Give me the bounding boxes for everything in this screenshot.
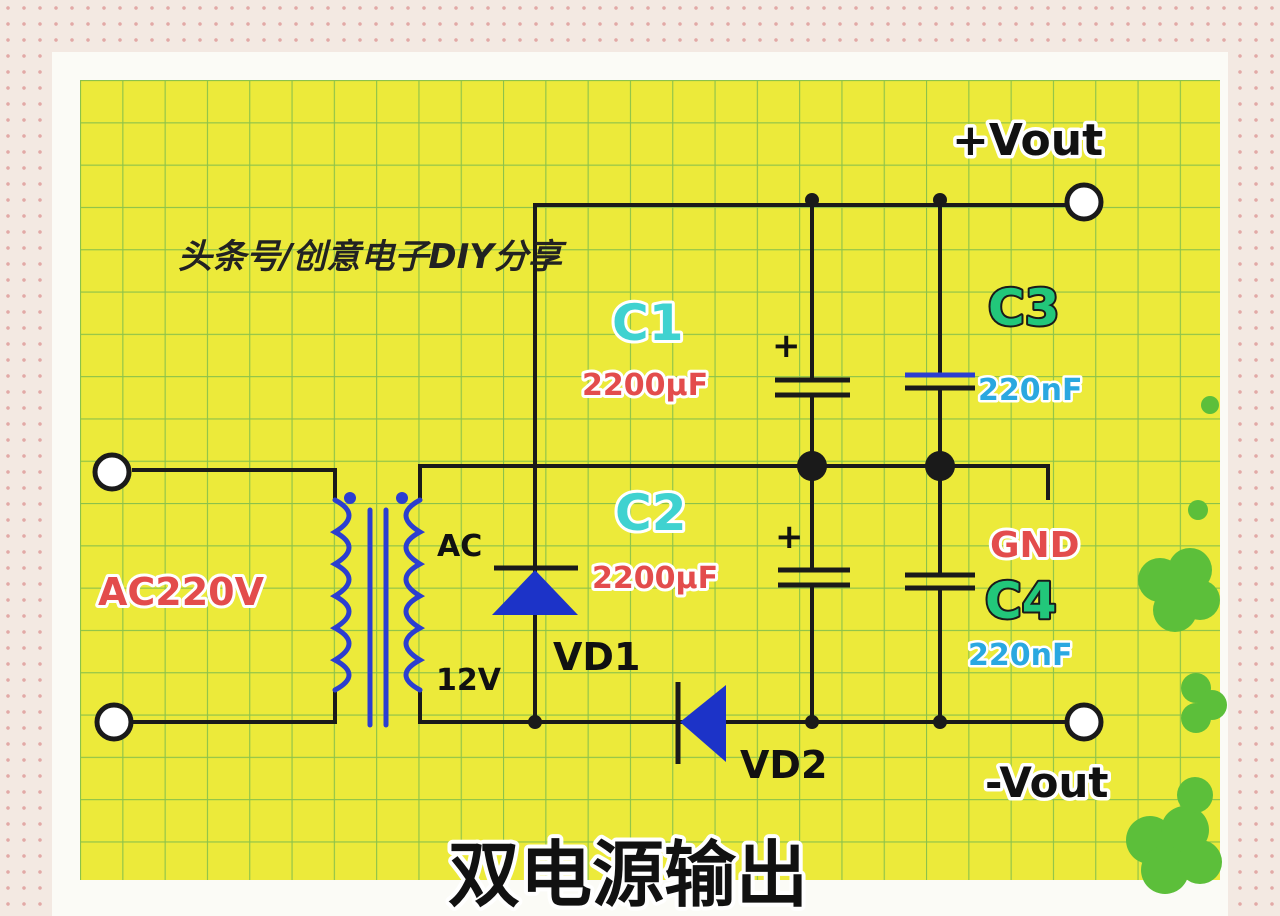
label-c1-plus: + — [772, 326, 801, 366]
input-terminal-bottom — [94, 702, 134, 742]
capacitor-c4-symbol — [905, 572, 975, 591]
primary-top-wire — [132, 468, 337, 500]
vd1-triangle — [492, 570, 578, 615]
terminals — [92, 182, 1104, 742]
negative-bus-wire — [418, 690, 1075, 724]
label-ac220v: AC220V — [98, 570, 265, 614]
label-vd2: VD2 — [740, 743, 827, 787]
label-c1-value: 2200μF — [582, 368, 708, 403]
wires — [132, 200, 1075, 724]
vd2-triangle — [680, 685, 726, 762]
label-vout-negative: -Vout — [985, 758, 1108, 807]
output-terminal-negative — [1064, 702, 1104, 742]
label-vout-positive: +Vout — [952, 115, 1103, 166]
clover-icon — [1126, 777, 1222, 894]
junction-top-c1 — [805, 193, 819, 207]
diagram-title: 双电源输出 — [448, 833, 808, 916]
secondary-winding — [403, 497, 426, 693]
junctions — [528, 193, 955, 729]
label-12v: 12V — [436, 663, 502, 698]
label-c3-value: 220nF — [978, 373, 1082, 408]
label-c4: C4 — [985, 572, 1056, 630]
secondary-polarity-dot — [396, 492, 408, 504]
transformer — [329, 492, 426, 728]
clover-icon — [1138, 548, 1220, 632]
clover-icon — [1188, 396, 1219, 520]
label-c1: C1 — [612, 294, 683, 352]
ground-bus-wire — [418, 464, 1050, 500]
primary-winding — [329, 497, 352, 693]
label-vd1: VD1 — [553, 635, 640, 679]
watermark-text: 头条号/创意电子DIY分享 — [178, 237, 567, 277]
input-terminal-top — [92, 452, 132, 492]
label-ac-secondary: AC — [437, 529, 482, 564]
junction-top-c3 — [933, 193, 947, 207]
clover-decorations — [1126, 396, 1227, 894]
junction-bottom-c4 — [933, 715, 947, 729]
junction-vd1-bottom — [528, 715, 542, 729]
positive-bus-wire — [533, 203, 1075, 722]
junction-c1-c2 — [797, 451, 827, 481]
grid-lines — [80, 80, 1220, 880]
capacitor-c3-symbol — [905, 372, 975, 391]
clover-icon — [1181, 673, 1227, 733]
capacitor-c1-symbol — [775, 377, 850, 398]
junction-bottom-c2 — [805, 715, 819, 729]
label-c2-plus: + — [775, 517, 804, 557]
label-c3: C3 — [988, 279, 1059, 337]
diode-vd2 — [675, 682, 726, 764]
label-gnd: GND — [990, 525, 1080, 566]
label-c4-value: 220nF — [968, 638, 1072, 673]
junction-c3-c4 — [925, 451, 955, 481]
primary-bottom-wire — [132, 690, 337, 724]
output-terminal-positive — [1064, 182, 1104, 222]
primary-polarity-dot — [344, 492, 356, 504]
label-c2-value: 2200μF — [592, 561, 718, 596]
label-c2: C2 — [615, 484, 686, 542]
capacitor-c2-symbol — [778, 567, 850, 588]
diode-vd1 — [492, 565, 578, 615]
